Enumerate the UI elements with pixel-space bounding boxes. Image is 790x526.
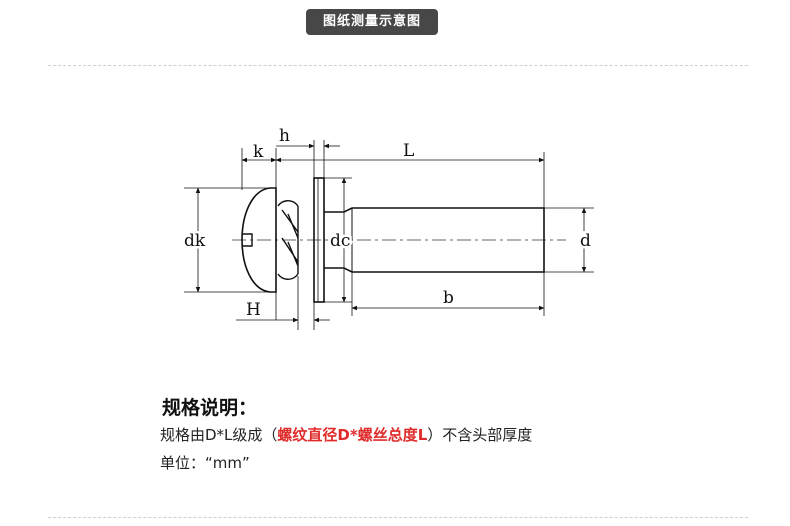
top-divider — [48, 65, 748, 66]
screw-head — [241, 187, 277, 293]
label-b: b — [443, 288, 454, 308]
flat-washer — [313, 177, 325, 303]
page-title: 图纸测量示意图 — [306, 9, 438, 35]
spec-highlight: 螺纹直径D*螺丝总度L — [277, 426, 428, 444]
unit-label: 单位： — [160, 454, 206, 472]
label-dc: dc — [330, 231, 350, 251]
spec-suffix: ）不含头部厚度 — [427, 426, 533, 444]
unit-value: “mm” — [205, 454, 250, 472]
label-h: h — [279, 126, 290, 146]
spec-prefix: 规格由D*L级成（ — [160, 426, 278, 444]
spec-description: 规格由D*L级成（螺纹直径D*螺丝总度L）不含头部厚度 — [160, 424, 532, 445]
unit-line: 单位：“mm” — [160, 452, 250, 473]
label-H: H — [246, 300, 261, 320]
label-k: k — [253, 142, 264, 162]
spec-heading: 规格说明： — [162, 397, 258, 419]
bottom-divider — [48, 517, 748, 518]
label-d: d — [580, 231, 591, 251]
label-dk: dk — [184, 231, 206, 251]
head-slot — [242, 233, 253, 247]
label-L: L — [403, 141, 414, 161]
spring-washer — [277, 200, 299, 280]
